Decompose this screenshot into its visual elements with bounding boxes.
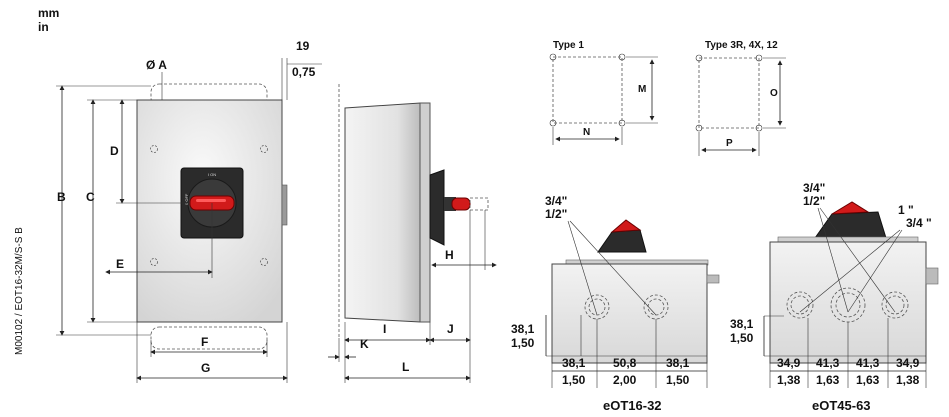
eot45-conduit-left-top: 3/4" [803,181,825,195]
eot16-w0-mm: 38,1 [562,356,586,370]
eot45-w3-in: 1,38 [896,373,920,387]
switch-on-mark: I ON [208,172,216,177]
mounting-type3r: Type 3R, 4X, 12 O P [695,40,786,156]
eot45-w3-mm: 34,9 [896,356,920,370]
type3r-title: Type 3R, 4X, 12 [705,40,778,51]
label-diameter-a: Ø A [146,58,167,72]
eot45-height-mm: 38,1 [730,317,754,331]
mounting-type1: Type 1 M N [549,40,658,145]
eot45-w2-in: 1,63 [856,373,880,387]
label-h: H [445,248,454,262]
label-d: D [110,144,119,158]
eot45-height-in: 1,50 [730,331,754,345]
eot45-conduit-right-bottom: 3/4 " [906,216,932,230]
front-view: I ON 0 OFF Ø A B C D E F G [56,39,322,383]
unit-mm: mm [38,6,59,20]
eot45-conduit-left-bottom: 1/2" [803,194,825,208]
eot45-view: 3/4" 1/2" 1 " 3/4 " 38,1 1,50 34,9 41,3 … [730,181,939,413]
eot16-height-mm: 38,1 [511,322,535,336]
eot16-w0-in: 1,50 [562,373,586,387]
label-b: B [57,190,66,204]
label-g: G [201,361,210,375]
switch-off-mark: 0 OFF [184,193,189,205]
enclosure-side [419,102,431,323]
eot45-w0-in: 1,38 [777,373,801,387]
eot16-w2-mm: 38,1 [666,356,690,370]
side-view: H I J K L [328,84,497,383]
top-dim-mm: 19 [296,39,310,53]
label-e: E [116,257,124,271]
label-p: P [726,138,733,149]
label-m: M [638,84,646,95]
unit-in: in [38,20,49,34]
side-knob [429,169,445,246]
label-k: K [360,337,369,351]
eot45-w2-mm: 41,3 [856,356,880,370]
top-dim-in: 0,75 [292,65,316,79]
eot16-view: 3/4" 1/2" 38,1 1,50 38,1 50,8 38,1 1,50 … [511,194,720,413]
eot16-caption: eOT16-32 [603,398,662,413]
eot45-w1-mm: 41,3 [816,356,840,370]
label-c: C [86,190,95,204]
label-j: J [447,322,454,336]
eot16-enclosure [551,263,708,364]
eot16-conduit-top: 3/4" [545,194,567,208]
eot45-w1-in: 1,63 [816,373,840,387]
side-code: M00102 / EOT16-32M/S-S B [14,227,25,355]
eot45-caption: eOT45-63 [812,398,871,413]
enclosure-front [136,99,283,323]
eot16-w1-in: 2,00 [613,373,637,387]
label-f: F [201,335,208,349]
label-o: O [770,88,778,99]
eot16-height-in: 1,50 [511,336,535,350]
eot16-w2-in: 1,50 [666,373,690,387]
type1-title: Type 1 [553,40,584,51]
eot16-w1-mm: 50,8 [613,356,637,370]
eot45-w0-mm: 34,9 [777,356,801,370]
label-i: I [383,322,386,336]
eot45-conduit-right-top: 1 " [898,203,914,217]
label-n: N [583,127,590,138]
label-l: L [402,360,409,374]
eot16-conduit-bottom: 1/2" [545,207,567,221]
